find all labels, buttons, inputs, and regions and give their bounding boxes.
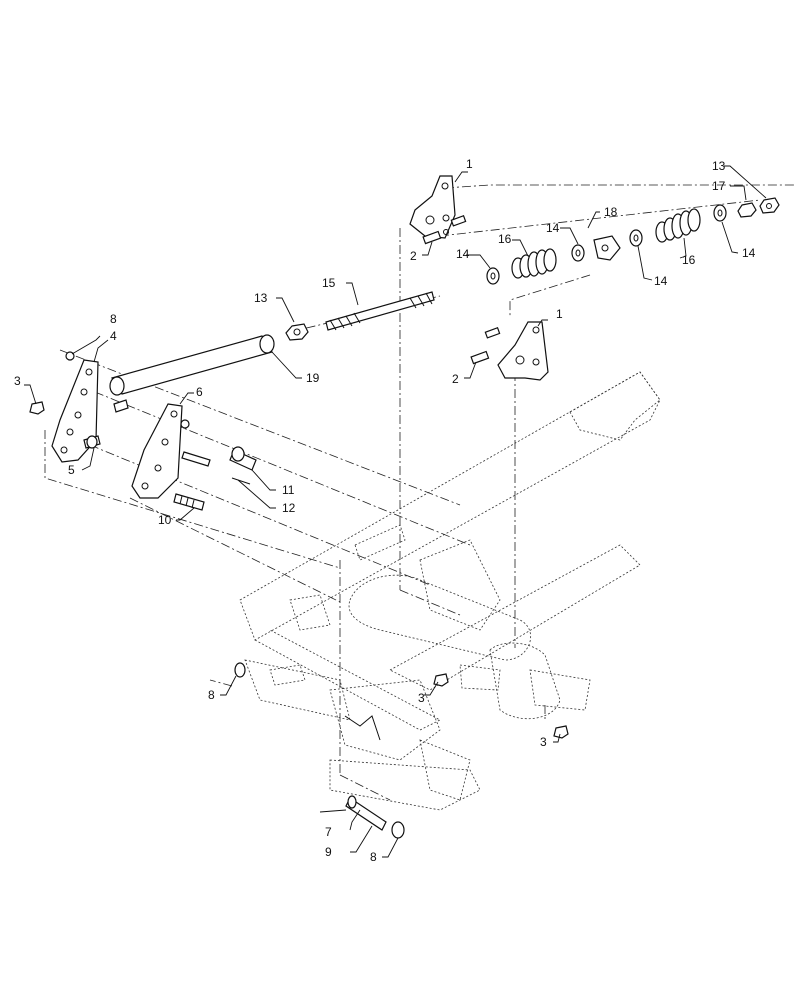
tube xyxy=(109,334,275,396)
bracket-lower xyxy=(497,321,549,381)
lower-hardware xyxy=(234,662,569,839)
callout-11: 11 xyxy=(282,483,295,497)
callout-14: 14 xyxy=(654,274,668,288)
bracket-upper xyxy=(409,175,456,239)
callout-8: 8 xyxy=(208,688,215,702)
spring-rod-assembly xyxy=(285,197,780,341)
callout-16: 16 xyxy=(498,232,512,246)
callout-5: 5 xyxy=(68,463,75,477)
callout-1: 1 xyxy=(556,307,563,321)
callout-13: 13 xyxy=(254,291,268,305)
callout-3: 3 xyxy=(418,691,425,705)
callout-17: 17 xyxy=(712,179,726,193)
callout-14: 14 xyxy=(742,246,756,260)
callout-1: 1 xyxy=(466,157,473,171)
callout-9: 9 xyxy=(325,845,332,859)
callout-19: 19 xyxy=(306,371,320,385)
callout-12: 12 xyxy=(282,501,296,515)
callout-10: 10 xyxy=(158,513,172,527)
bolt-upper xyxy=(422,215,467,245)
callout-3: 3 xyxy=(14,374,21,388)
callout-14: 14 xyxy=(546,221,560,235)
bolt-lower xyxy=(470,327,501,365)
callout-15: 15 xyxy=(322,276,336,290)
callout-3: 3 xyxy=(540,735,547,749)
callout-labels: 1 1 2 2 3 3 3 4 5 6 7 8 8 8 9 10 11 12 1… xyxy=(14,157,756,864)
main-frame-phantom xyxy=(239,371,661,811)
callout-16: 16 xyxy=(682,253,696,267)
callout-2: 2 xyxy=(452,372,459,386)
callout-8: 8 xyxy=(370,850,377,864)
callout-7: 7 xyxy=(325,825,332,839)
callout-6: 6 xyxy=(196,385,203,399)
callout-18: 18 xyxy=(604,205,618,219)
callout-4: 4 xyxy=(110,329,117,343)
callout-13: 13 xyxy=(712,159,726,173)
callout-2: 2 xyxy=(410,249,417,263)
callout-8: 8 xyxy=(110,312,117,326)
plate-right xyxy=(131,403,183,499)
plate-left xyxy=(51,359,99,463)
leader-lines xyxy=(24,165,767,858)
callout-14: 14 xyxy=(456,247,470,261)
